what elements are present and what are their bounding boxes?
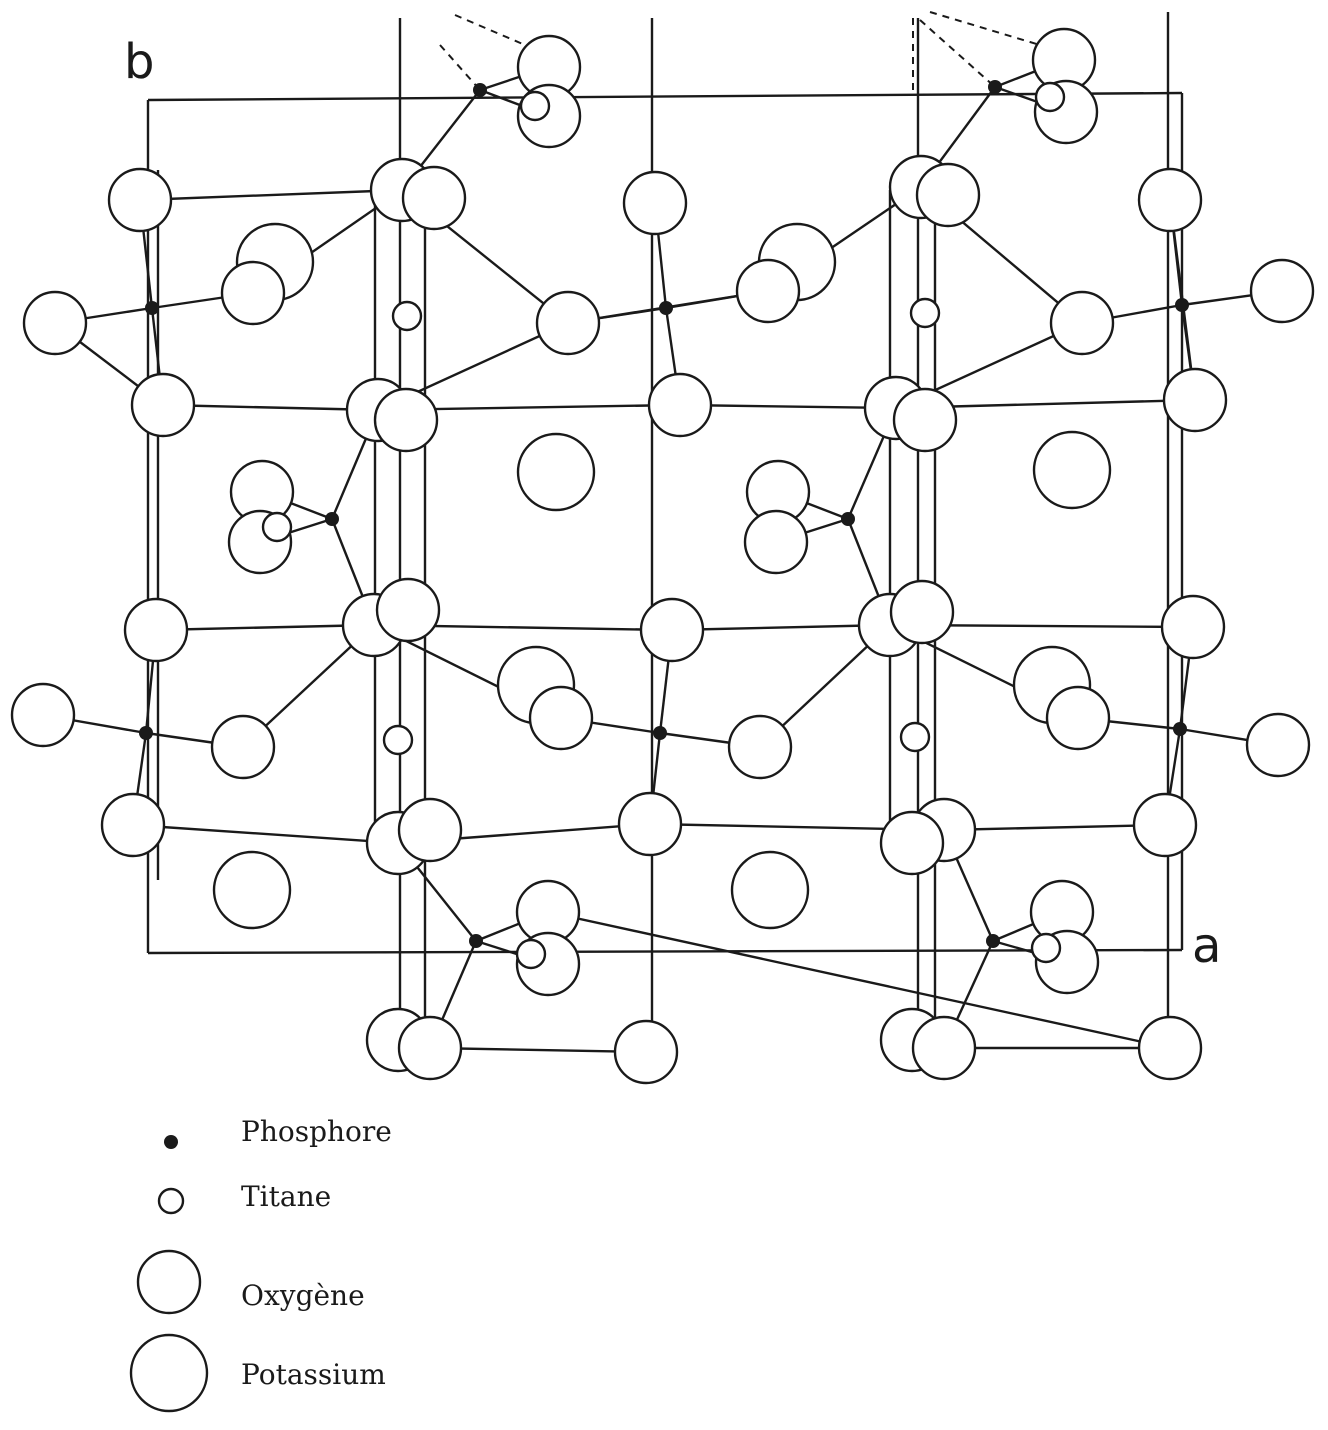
legend-label-titane: Titane	[241, 1180, 332, 1213]
phosphorus-atom	[469, 934, 483, 948]
oxygen-atom	[727, 714, 793, 780]
oxygen-atom	[210, 714, 276, 780]
phosphorus-atom	[1175, 298, 1189, 312]
o-o-link	[679, 403, 897, 410]
phosphorus-atom	[986, 934, 1000, 948]
phosphorus-atom	[473, 83, 487, 97]
titanium-atom	[1030, 932, 1062, 964]
oxygen-atom	[397, 797, 463, 863]
phosphorus-atom	[988, 80, 1002, 94]
oxygen-atom	[911, 1015, 977, 1081]
oxygen-atom	[1049, 290, 1115, 356]
oxygen-atom	[743, 509, 809, 575]
o-o-link	[155, 623, 375, 632]
legend-item-titane: Titane	[120, 1170, 620, 1230]
titanium-atom	[261, 511, 293, 543]
legend-item-potassium: Potassium	[120, 1330, 620, 1415]
phosphorus-atom	[1173, 722, 1187, 736]
legend-item-oxygene: Oxygène	[120, 1245, 620, 1325]
potassium-atom	[212, 850, 292, 930]
oxygen-atom	[100, 792, 166, 858]
oxygen-atom	[1137, 167, 1203, 233]
o-o-link	[162, 403, 379, 412]
oxygen-atom	[617, 791, 683, 857]
oxygen-circle-icon	[136, 1249, 202, 1315]
oxygen-atom	[10, 682, 76, 748]
oxygen-atom	[220, 260, 286, 326]
titanium-atom	[909, 297, 941, 329]
oxygen-atom	[1045, 685, 1111, 751]
o-o-link	[132, 823, 399, 845]
oxygen-atom	[1132, 792, 1198, 858]
oxygen-atom	[879, 810, 945, 876]
oxygen-atom	[1245, 712, 1311, 778]
oxygen-atom	[622, 170, 688, 236]
dashed-bond	[919, 19, 996, 88]
titanium-circle-icon	[157, 1187, 185, 1215]
oxygen-atom	[401, 165, 467, 231]
potassium-atom	[730, 850, 810, 930]
oxygen-atom	[892, 387, 958, 453]
oxygen-atom	[613, 1019, 679, 1085]
oxygen-atom	[375, 577, 441, 643]
oxygen-atom	[915, 162, 981, 228]
oxygen-atom	[22, 290, 88, 356]
oxygen-atom	[639, 597, 705, 663]
potassium-circle-icon	[129, 1333, 209, 1413]
oxygen-atom	[735, 258, 801, 324]
legend-label-phosphore: Phosphore	[241, 1115, 392, 1148]
potassium-atom	[516, 432, 596, 512]
axis-label-b: b	[124, 34, 155, 90]
titanium-atom	[1034, 81, 1066, 113]
phosphorus-dot-icon	[164, 1135, 178, 1149]
dashed-bond	[454, 14, 526, 46]
oxygen-atom	[535, 290, 601, 356]
oxygen-atom	[373, 387, 439, 453]
phosphorus-atom	[841, 512, 855, 526]
legend-label-oxygene: Oxygène	[241, 1279, 365, 1312]
titanium-atom	[899, 721, 931, 753]
oxygen-atom	[123, 597, 189, 663]
o-o-link	[943, 823, 1166, 832]
o-o-link	[547, 910, 1171, 1050]
potassium-atom	[1032, 430, 1112, 510]
oxygen-atom	[528, 685, 594, 751]
oxygen-atom	[1160, 594, 1226, 660]
legend: Phosphore Titane Oxygène Potassium	[120, 1105, 620, 1415]
crystal-structure-diagram	[10, 11, 1315, 1085]
oxygen-atom	[107, 167, 173, 233]
phosphorus-atom	[653, 726, 667, 740]
oxygen-atom	[889, 579, 955, 645]
oxygen-atom	[647, 372, 713, 438]
dashed-bond	[439, 44, 481, 91]
phosphorus-atom	[659, 301, 673, 315]
phosphorus-atom	[145, 301, 159, 315]
oxygen-atom	[397, 1015, 463, 1081]
dashed-bond	[929, 11, 1041, 46]
phosphorus-atom	[139, 726, 153, 740]
titanium-atom	[391, 300, 423, 332]
phosphorus-atom	[325, 512, 339, 526]
titanium-atom	[515, 938, 547, 970]
oxygen-atom	[130, 372, 196, 438]
unit-cell-edge	[147, 91, 1183, 102]
axis-label-a: a	[1192, 918, 1222, 974]
oxygen-atom	[1162, 367, 1228, 433]
o-o-link	[139, 188, 403, 202]
titanium-atom	[382, 724, 414, 756]
oxygen-atom	[1249, 258, 1315, 324]
atoms	[10, 27, 1315, 1085]
legend-label-potassium: Potassium	[241, 1358, 386, 1391]
legend-item-phosphore: Phosphore	[120, 1105, 620, 1165]
unit-cell-edge	[147, 948, 1183, 955]
oxygen-atom	[1137, 1015, 1203, 1081]
o-o-link	[671, 623, 891, 632]
titanium-atom	[519, 90, 551, 122]
o-o-link	[429, 1046, 647, 1054]
